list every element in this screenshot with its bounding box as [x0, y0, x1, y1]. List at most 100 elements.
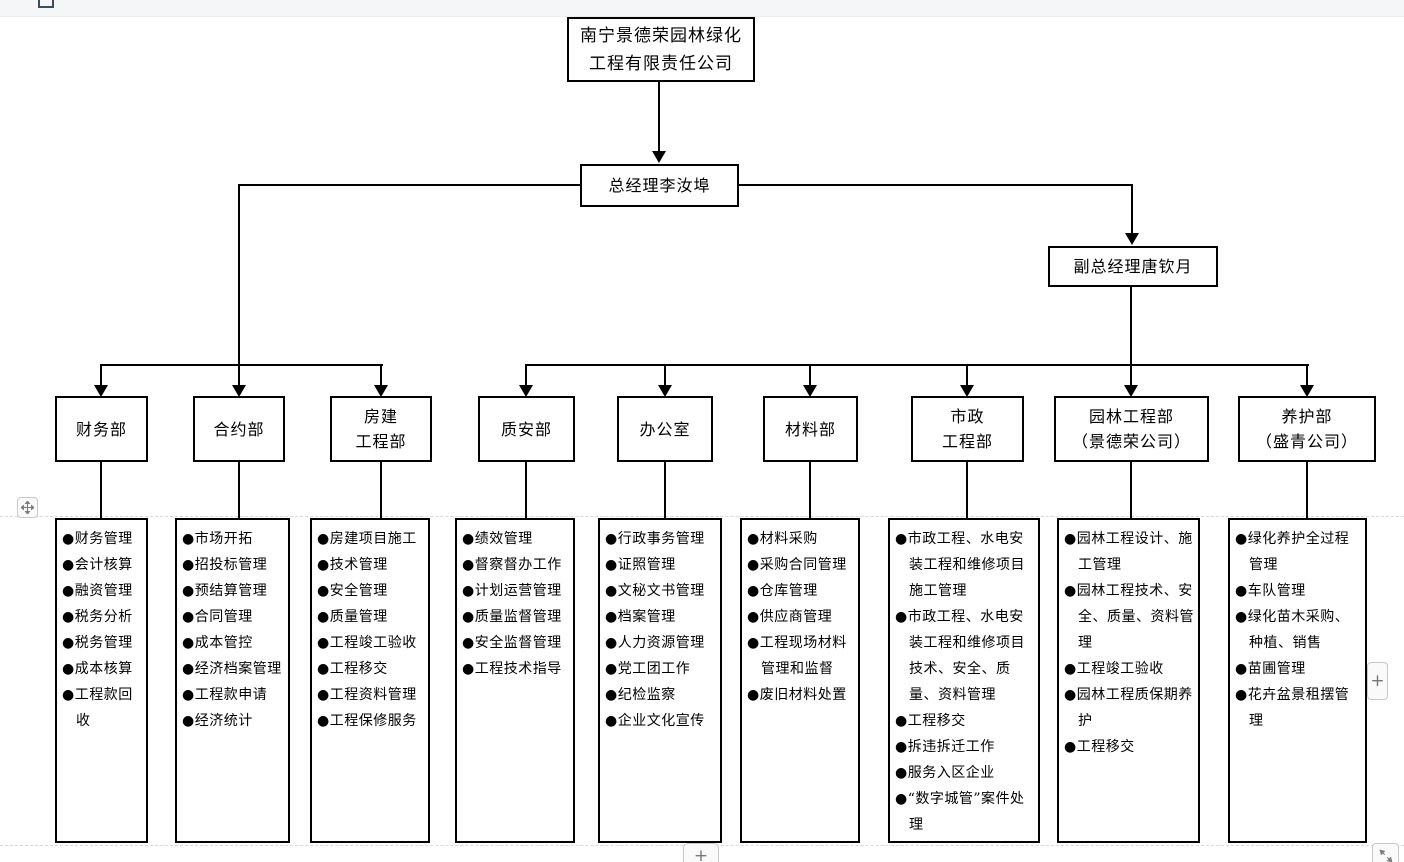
expand-bottom-button[interactable]: +: [683, 843, 719, 862]
duty-item: ●工程竣工验收: [317, 635, 417, 651]
dept-name-line: 办公室: [639, 419, 691, 439]
resize-corner-button[interactable]: [1372, 843, 1399, 862]
duty-item: ●行政事务管理: [605, 531, 705, 547]
dept-duties-box[interactable]: ●市场开拓●招投标管理●预结算管理●合同管理●成本管控●经济档案管理●工程款申请…: [175, 518, 290, 843]
duty-item: ●工程技术指导: [462, 661, 562, 677]
duty-item: ●工程款回收: [62, 687, 133, 729]
connector-dept-list: [100, 462, 102, 518]
browser-top-strip: [0, 0, 1404, 17]
company-name-line1: 南宁景德荣园林绿化: [580, 25, 742, 46]
duty-item: ●经济统计: [182, 713, 253, 729]
duty-item: ●企业文化宣传: [605, 713, 705, 729]
dept-name-line: 市政: [950, 407, 985, 426]
duty-item: ●经济档案管理: [182, 661, 282, 677]
connector-drop-line: [664, 364, 666, 386]
duty-item: ●合同管理: [182, 609, 253, 625]
duty-item: ●财务管理: [62, 531, 133, 547]
page-guide-top: [0, 516, 1404, 517]
duty-item: ●质量监督管理: [462, 609, 562, 625]
dept-box[interactable]: 房建工程部: [330, 396, 432, 462]
duty-item: ●房建项目施工: [317, 531, 417, 547]
dept-box[interactable]: 财务部: [55, 396, 148, 462]
arrowhead-dept: [94, 385, 108, 397]
deputy-manager-box[interactable]: 副总经理唐钦月: [1048, 246, 1218, 287]
duty-item: ●质量管理: [317, 609, 388, 625]
connector-drop-line: [966, 364, 968, 386]
dept-name-line: 养护部: [1281, 407, 1333, 426]
duty-item: ●工程移交: [1064, 739, 1135, 755]
dept-duties-box[interactable]: ●绩效管理●督察督办工作●计划运营管理●质量监督管理●安全监督管理●工程技术指导: [455, 518, 575, 843]
arrowhead-root-gm: [652, 151, 666, 163]
duty-item: ●“数字城管”案件处理: [895, 791, 1025, 833]
resize-diagonal-icon: [1379, 849, 1392, 862]
duty-item: ●督察督办工作: [462, 557, 562, 573]
connector-dept-list: [966, 462, 968, 518]
connector-drop-line: [1130, 364, 1132, 386]
connector-dept-list: [664, 462, 666, 518]
dept-name-line: 房建: [363, 407, 398, 426]
arrowhead-dept: [1300, 385, 1314, 397]
arrowhead-dept: [374, 385, 388, 397]
dept-name-line: 质安部: [500, 419, 552, 439]
duty-item: ●工程资料管理: [317, 687, 417, 703]
duty-item: ●税务管理: [62, 635, 133, 651]
duty-item: ●会计核算: [62, 557, 133, 573]
window-outline-icon: [38, 0, 54, 8]
duty-item: ●工程移交: [895, 713, 966, 729]
connector-dept-list: [238, 462, 240, 518]
expand-right-button[interactable]: +: [1367, 662, 1388, 700]
duty-item: ●证照管理: [605, 557, 676, 573]
duty-item: ●技术管理: [317, 557, 388, 573]
duty-item: ●仓库管理: [747, 583, 818, 599]
plus-icon: +: [1370, 671, 1385, 691]
connector-drop-line: [809, 364, 811, 386]
dept-box[interactable]: 材料部: [763, 396, 858, 462]
dept-duties-box[interactable]: ●材料采购●采购合同管理●仓库管理●供应商管理●工程现场材料管理和监督●废旧材料…: [740, 518, 860, 843]
dept-box[interactable]: 办公室: [617, 396, 713, 462]
duty-item: ●园林工程技术、安全、质量、资料管理: [1064, 583, 1194, 651]
dept-box[interactable]: 质安部: [478, 396, 575, 462]
dept-name-line: 工程部: [941, 432, 993, 451]
dept-duties-box[interactable]: ●财务管理●会计核算●融资管理●税务分析●税务管理●成本核算●工程款回收: [55, 518, 148, 843]
dept-name-line: （景德荣公司）: [1071, 432, 1191, 451]
dept-box[interactable]: 市政工程部: [911, 396, 1024, 462]
connector-dept-list: [380, 462, 382, 518]
duty-item: ●市政工程、水电安装工程和维修项目技术、安全、质量、资料管理: [895, 609, 1025, 703]
duty-item: ●税务分析: [62, 609, 133, 625]
duty-item: ●绿化养护全过程管理: [1235, 531, 1350, 573]
duty-item: ●工程款申请: [182, 687, 268, 703]
dept-duties-box[interactable]: ●园林工程设计、施工管理●园林工程技术、安全、质量、资料管理●工程竣工验收●园林…: [1057, 518, 1200, 843]
connector-dept-list: [809, 462, 811, 518]
duty-item: ●工程保修服务: [317, 713, 417, 729]
duty-item: ●预结算管理: [182, 583, 268, 599]
connector-dept-list: [1130, 462, 1132, 518]
dept-name-line: 工程部: [355, 432, 407, 451]
dept-box[interactable]: 园林工程部 （景德荣公司）: [1054, 396, 1209, 462]
duty-item: ●党工团工作: [605, 661, 691, 677]
duty-item: ●废旧材料处置: [747, 687, 847, 703]
dept-name-line: 园林工程部: [1088, 407, 1174, 426]
arrowhead-dept: [960, 385, 974, 397]
general-manager-label: 总经理李汝埠: [608, 175, 711, 195]
company-box[interactable]: 南宁景德荣园林绿化 工程有限责任公司: [567, 17, 755, 82]
general-manager-box[interactable]: 总经理李汝埠: [580, 164, 739, 207]
duty-item: ●拆违拆迁工作: [895, 739, 995, 755]
dept-duties-box[interactable]: ●绿化养护全过程管理●车队管理●绿化苗木采购、种植、销售●苗圃管理●花卉盆景租摆…: [1228, 518, 1367, 843]
duty-item: ●绩效管理: [462, 531, 533, 547]
arrowhead-dept: [1124, 385, 1138, 397]
deputy-manager-label: 副总经理唐钦月: [1073, 256, 1193, 276]
dept-duties-box[interactable]: ●房建项目施工●技术管理●安全管理●质量管理●工程竣工验收●工程移交●工程资料管…: [310, 518, 430, 843]
duty-item: ●成本核算: [62, 661, 133, 677]
arrowhead-dept: [803, 385, 817, 397]
dept-name-line: （盛青公司）: [1255, 432, 1358, 451]
dept-box[interactable]: 养护部 （盛青公司）: [1238, 396, 1376, 462]
duty-item: ●工程移交: [317, 661, 388, 677]
dept-duties-box[interactable]: ●行政事务管理●证照管理●文秘文书管理●档案管理●人力资源管理●党工团工作●纪检…: [598, 518, 722, 843]
move-handle-button[interactable]: [17, 497, 38, 518]
dept-box[interactable]: 合约部: [193, 396, 285, 462]
duty-item: ●服务入区企业: [895, 765, 995, 781]
dept-duties-box[interactable]: ●市政工程、水电安装工程和维修项目施工管理●市政工程、水电安装工程和维修项目技术…: [888, 518, 1040, 843]
connector-to-deputy: [1131, 184, 1133, 234]
connector-drop-line: [238, 364, 240, 386]
